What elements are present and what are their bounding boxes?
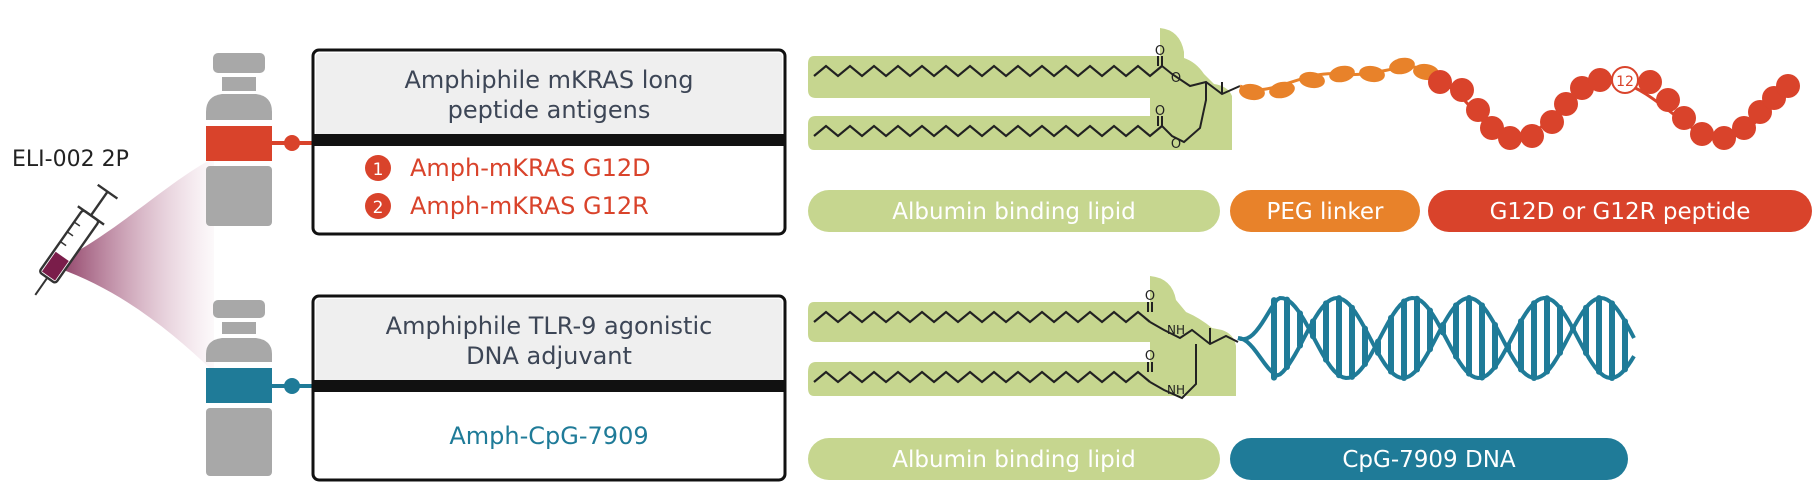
peg-bead <box>1299 71 1325 89</box>
fatty-acid-chain <box>813 64 1163 78</box>
peg-bead <box>1269 81 1295 99</box>
item-number-badge <box>365 193 391 219</box>
fatty-acid-chain <box>813 310 1151 324</box>
peg-bead <box>1389 57 1415 75</box>
amino-acid-bead <box>1638 70 1662 94</box>
ester-oxygen-label: O <box>1171 137 1181 152</box>
amino-acid-bead <box>1588 68 1612 92</box>
bottom-box-title-line2: DNA adjuvant <box>466 342 632 370</box>
amino-acid-bead <box>1776 74 1800 98</box>
bottom-lipid-structure: O O NH NH <box>808 276 1239 400</box>
bottom-box-title-line1: Amphiphile TLR-9 agonistic <box>386 312 713 340</box>
pill-label: CpG-7909 DNA <box>1342 447 1516 473</box>
amino-acid-bead <box>1656 88 1680 112</box>
peg-linker-pill <box>1230 190 1420 232</box>
amino-acid-bead <box>1498 126 1522 150</box>
fatty-acid-chain <box>813 370 1151 384</box>
pill-label: PEG linker <box>1267 199 1385 225</box>
top-lipid-structure: O O O O <box>808 28 1241 152</box>
amino-acid-bead <box>1554 92 1578 116</box>
carbonyl-oxygen-label: O <box>1155 44 1165 59</box>
amino-acid-bead <box>1520 124 1544 148</box>
dna-strand <box>1237 295 1636 381</box>
dna-strand <box>1237 295 1636 381</box>
item-number-badge <box>365 155 391 181</box>
position-12-marker: 12 <box>1611 66 1639 94</box>
carbonyl-oxygen-label: O <box>1145 349 1155 364</box>
peg-bead <box>1359 65 1385 83</box>
top-info-box: Amphiphile mKRAS long peptide antigens 1… <box>311 48 787 236</box>
fatty-acid-chain <box>813 124 1163 138</box>
product-label: ELI-002 2P <box>12 147 129 172</box>
amino-acid-bead <box>1540 110 1564 134</box>
peg-bead <box>1239 83 1265 101</box>
amino-acid-bead <box>1690 122 1714 146</box>
vial-top-label-band <box>206 126 272 161</box>
amino-acid-bead <box>1428 70 1452 94</box>
albumin-binding-lipid-pill <box>808 190 1220 232</box>
ester-oxygen-label: O <box>1171 71 1181 86</box>
amino-acid-bead <box>1712 126 1736 150</box>
pill-label: Albumin binding lipid <box>892 447 1135 473</box>
item-number: 2 <box>373 198 384 218</box>
top-box-item: Amph-mKRAS G12D <box>410 154 651 182</box>
syringe-icon <box>34 158 214 372</box>
peg-beads <box>1239 57 1439 101</box>
bottom-segment-pills: Albumin binding lipid CpG-7909 DNA <box>808 438 1628 480</box>
albumin-binding-lipid-pill <box>808 438 1220 480</box>
dna-pill <box>1230 438 1628 480</box>
bottom-box-item: Amph-CpG-7909 <box>449 422 648 450</box>
item-number: 1 <box>373 160 384 180</box>
top-box-title-line2: peptide antigens <box>448 96 651 124</box>
amino-acid-bead <box>1672 106 1696 130</box>
bottom-info-box: Amphiphile TLR-9 agonistic DNA adjuvant … <box>311 294 787 482</box>
peg-bead <box>1329 65 1355 83</box>
amino-acid-bead <box>1732 116 1756 140</box>
pill-label: G12D or G12R peptide <box>1490 199 1751 225</box>
amide-nh-label: NH <box>1167 383 1185 397</box>
amino-acid-bead <box>1480 116 1504 140</box>
vial-bottom-label-band <box>206 368 272 403</box>
amino-acid-bead <box>1466 98 1490 122</box>
vial-top-icon <box>206 53 312 226</box>
carbonyl-oxygen-label: O <box>1155 104 1165 119</box>
spray-cone <box>58 158 214 372</box>
top-box-title-line1: Amphiphile mKRAS long <box>405 66 694 94</box>
top-box-item: Amph-mKRAS G12R <box>410 192 649 220</box>
peptide-pill <box>1428 190 1812 232</box>
amino-acid-bead <box>1450 78 1474 102</box>
carbonyl-oxygen-label: O <box>1145 289 1155 304</box>
amino-acid-bead <box>1570 76 1594 100</box>
peptide-beads <box>1428 68 1800 150</box>
cpg-dna-helix <box>1237 295 1636 381</box>
amide-nh-label: NH <box>1167 323 1185 337</box>
top-segment-pills: Albumin binding lipid PEG linker G12D or… <box>808 190 1812 232</box>
position-12-label: 12 <box>1616 74 1634 90</box>
vial-bottom-icon <box>206 300 312 476</box>
pill-label: Albumin binding lipid <box>892 199 1135 225</box>
